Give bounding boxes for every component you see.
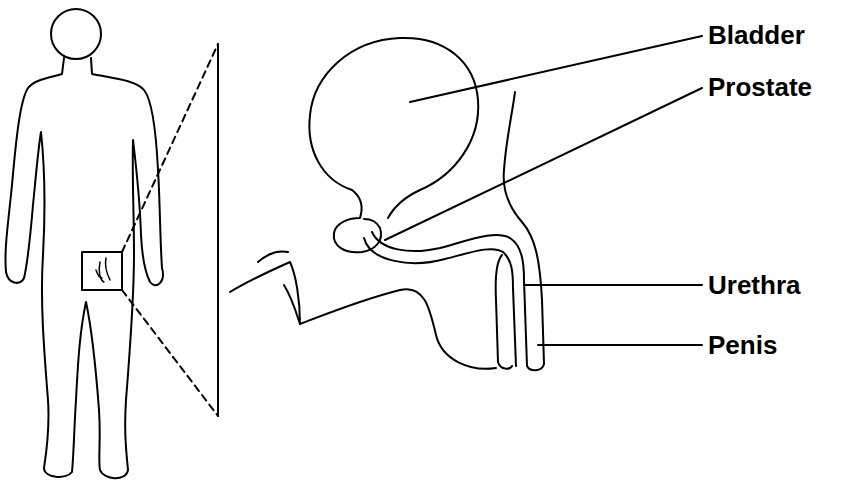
body-contour [230,262,496,369]
penis-outline [496,92,544,370]
figure-body [5,58,162,478]
bladder-outline [309,38,478,218]
figure-head [51,9,101,59]
part-label: Penis [708,330,777,360]
leader-line [538,344,702,346]
body-contour [258,252,300,324]
zoom-detail [96,258,110,282]
leader-line [524,284,702,286]
zoom-line [122,290,218,416]
section-plane [217,44,219,416]
part-label: Prostate [708,72,812,102]
leader-line [385,88,702,240]
leader-line [410,36,702,102]
zoom-box [82,252,122,290]
zoom-line [122,44,218,252]
prostate-outline [334,190,381,252]
part-label: Urethra [708,270,800,300]
part-label: Bladder [708,20,805,50]
